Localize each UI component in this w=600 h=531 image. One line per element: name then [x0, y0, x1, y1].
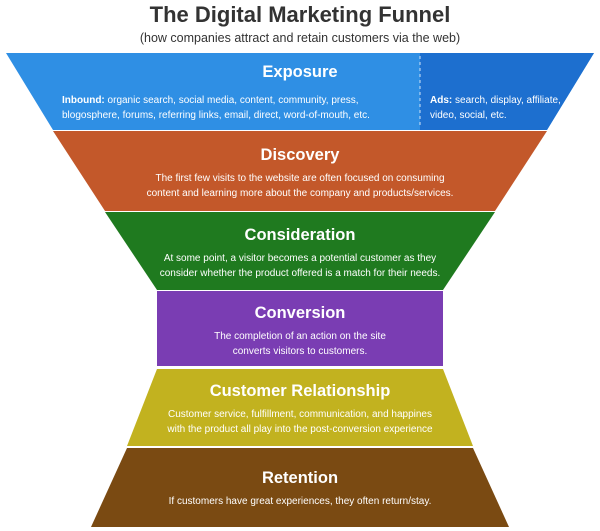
retention-title: Retention	[261, 469, 339, 487]
exposure-inbound: Inbound: organic search, social media, c…	[62, 93, 414, 123]
ads-label: Ads:	[430, 95, 453, 106]
page-subtitle: (how companies attract and retain custom…	[139, 31, 461, 45]
stage-consideration: Consideration At some point, a visitor b…	[0, 226, 600, 281]
exposure-title: Exposure	[262, 63, 338, 81]
band-discovery	[53, 131, 547, 211]
stage-conversion: Conversion The completion of an action o…	[0, 304, 600, 359]
relationship-desc: Customer service, fulfillment, communica…	[0, 407, 600, 437]
band-consideration	[105, 212, 495, 290]
ads-text: search, display, affiliate, video, socia…	[430, 95, 561, 121]
discovery-line-1: The first few visits to the website are …	[155, 173, 445, 184]
retention-desc: If customers have great experiences, the…	[0, 494, 600, 509]
inbound-label: Inbound:	[62, 95, 105, 106]
discovery-title: Discovery	[260, 146, 340, 164]
consideration-line-1: At some point, a visitor becomes a poten…	[163, 253, 437, 264]
discovery-desc: The first few visits to the website are …	[0, 171, 600, 201]
consideration-line-2: consider whether the product offered is …	[159, 268, 441, 279]
band-retention	[91, 448, 509, 527]
band-exposure-ads	[420, 53, 594, 130]
stage-retention: Retention If customers have great experi…	[0, 469, 600, 509]
relationship-line-2: with the product all play into the post-…	[167, 424, 433, 435]
conversion-desc: The completion of an action on the site …	[0, 329, 600, 359]
consideration-desc: At some point, a visitor becomes a poten…	[0, 251, 600, 281]
stage-exposure: Exposure	[0, 63, 600, 82]
exposure-ads: Ads: search, display, affiliate, video, …	[430, 93, 570, 123]
discovery-line-2: content and learning more about the comp…	[146, 188, 454, 199]
relationship-line-1: Customer service, fulfillment, communica…	[167, 409, 432, 420]
stage-discovery: Discovery The first few visits to the we…	[0, 146, 600, 201]
band-relationship	[127, 369, 473, 446]
conversion-line-1: The completion of an action on the site	[214, 331, 386, 342]
retention-line-1: If customers have great experiences, the…	[168, 496, 432, 507]
band-conversion	[157, 291, 443, 366]
inbound-text: organic search, social media, content, c…	[62, 95, 370, 121]
stage-relationship: Customer Relationship Customer service, …	[0, 382, 600, 437]
consideration-title: Consideration	[244, 226, 356, 244]
relationship-title: Customer Relationship	[209, 382, 391, 400]
conversion-title: Conversion	[254, 304, 346, 322]
page-title: The Digital Marketing Funnel	[149, 2, 451, 27]
conversion-line-2: converts visitors to customers.	[232, 346, 368, 357]
